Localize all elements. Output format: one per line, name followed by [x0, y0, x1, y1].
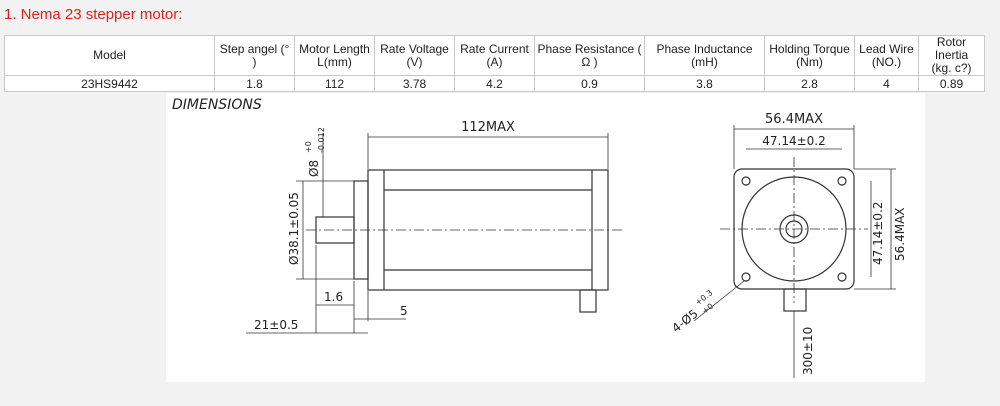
- dim-shaft-tol-bottom: -0.012: [317, 127, 326, 153]
- dim-hole-spacing-h: 47.14±0.2: [762, 134, 826, 148]
- cell-phase-inductance: 3.8: [644, 75, 765, 92]
- mount-hole-tr: [837, 176, 847, 186]
- dim-flange: 5: [400, 304, 408, 318]
- section-heading: 1. Nema 23 stepper motor:: [4, 6, 183, 23]
- header-phase-resistance: Phase Resistance (Ω ): [534, 35, 645, 76]
- mount-hole-br: [837, 272, 847, 282]
- header-rate-current: Rate Current(A): [454, 35, 535, 76]
- dim-mount-holes: 4-Ø5: [669, 306, 701, 335]
- side-lead-wire: [579, 289, 597, 313]
- dim-shaft-length: 21±0.5: [254, 318, 298, 332]
- cell-step-angle: 1.8: [214, 75, 295, 92]
- cell-lead-wire: 4: [854, 75, 919, 92]
- drawing-title: DIMENSIONS: [172, 97, 262, 113]
- header-rotor-inertia: Rotor Inertia(kg. c?): [918, 35, 985, 76]
- dim-boss-diameter: Ø38.1±0.05: [287, 192, 301, 265]
- header-phase-inductance: Phase Inductance(mH): [644, 35, 765, 76]
- dim-boss-height: 1.6: [324, 290, 343, 304]
- spec-data-row: 23HS9442 1.8 112 3.78 4.2 0.9 3.8 2.8 4 …: [4, 75, 985, 92]
- dim-front-width: 56.4MAX: [765, 112, 823, 127]
- cell-rate-current: 4.2: [454, 75, 535, 92]
- dim-shaft-diameter: Ø8: [307, 160, 321, 177]
- header-lead-wire: Lead Wire(NO.): [854, 35, 919, 76]
- cell-rate-voltage: 3.78: [374, 75, 455, 92]
- mount-hole-tl: [741, 176, 751, 186]
- cell-rotor-inertia: 0.89: [918, 75, 985, 92]
- header-rate-voltage: Rate Voltage(V): [374, 35, 455, 76]
- dim-length: 112MAX: [461, 120, 515, 135]
- header-holding-torque: Holding Torque(Nm): [764, 35, 855, 76]
- cell-holding-torque: 2.8: [764, 75, 855, 92]
- front-lead-wire: [783, 288, 807, 312]
- cell-model: 23HS9442: [4, 75, 215, 92]
- header-step-angle: Step angel (°): [214, 35, 295, 76]
- header-model: Model: [4, 35, 215, 76]
- dim-lead-length: 300±10: [801, 327, 815, 375]
- dim-shaft-tol-top: +0: [304, 141, 313, 153]
- dim-hole-spacing-v: 47.14±0.2: [871, 202, 885, 266]
- dim-front-height: 56.4MAX: [893, 207, 907, 261]
- cell-motor-length: 112: [294, 75, 375, 92]
- dimension-drawing: DIMENSIONS 112MAX Ø8 +0 -0.012 Ø38.1±0.0…: [166, 93, 925, 382]
- cell-phase-resistance: 0.9: [534, 75, 645, 92]
- dimension-drawing-svg: DIMENSIONS 112MAX Ø8 +0 -0.012 Ø38.1±0.0…: [172, 97, 907, 378]
- mount-hole-bl: [741, 272, 751, 282]
